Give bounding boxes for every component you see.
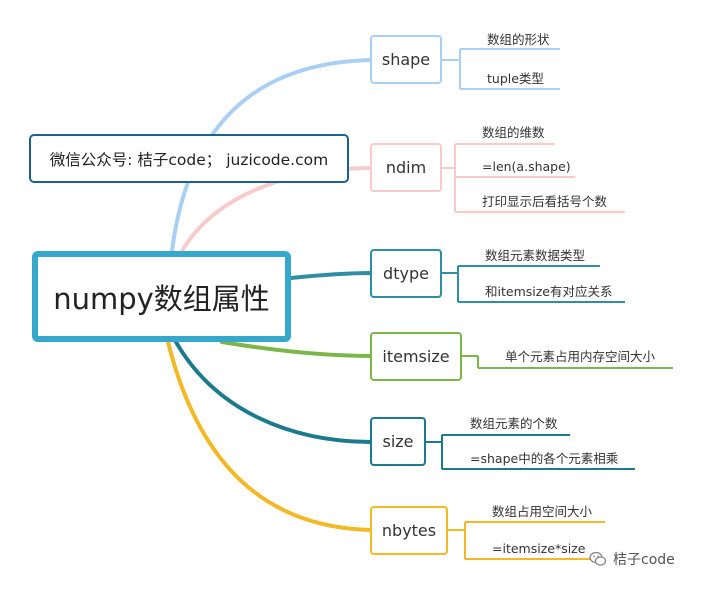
connector-size (174, 340, 374, 444)
watermark-text: 桔子code (613, 552, 675, 568)
wechat-info-text: 微信公众号: 桔子code； juzicode.com (49, 150, 329, 169)
bracket-nbytes (446, 521, 605, 560)
detail-size-2: =shape中的各个元素相乘 (470, 451, 619, 466)
bracket-size (424, 434, 635, 470)
detail-size-1: 数组元素的个数 (470, 416, 558, 431)
node-ndim: ndim (370, 143, 442, 192)
wechat-logo-icon (589, 551, 607, 566)
detail-nbytes-1: 数组占用空间大小 (492, 504, 593, 519)
detail-shape-1: 数组的形状 (487, 32, 550, 47)
node-nbytes-label: nbytes (381, 521, 437, 540)
node-size-label: size (382, 432, 414, 451)
detail-shape-2: tuple类型 (487, 71, 544, 86)
node-dtype-label: dtype (383, 264, 429, 283)
watermark: 桔子code (589, 549, 675, 569)
wechat-info-box: 微信公众号: 桔子code； juzicode.com (29, 134, 349, 183)
node-size: size (370, 417, 426, 466)
detail-nbytes-2: =itemsize*size (492, 541, 586, 556)
detail-ndim-2: =len(a.shape) (482, 159, 571, 174)
connector-itemsize (220, 340, 374, 358)
bracket-itemsize (460, 355, 673, 369)
connector-dtype (289, 271, 374, 280)
bracket-dtype (440, 265, 625, 303)
node-nbytes: nbytes (370, 506, 448, 555)
bracket-shape (440, 48, 560, 90)
detail-dtype-2: 和itemsize有对应关系 (485, 284, 613, 299)
node-itemsize-label: itemsize (382, 347, 450, 366)
node-dtype: dtype (370, 249, 442, 298)
detail-dtype-1: 数组元素数据类型 (485, 248, 586, 263)
central-topic: numpy数组属性 (32, 251, 291, 342)
node-shape: shape (370, 35, 442, 84)
bracket-ndim (440, 143, 625, 213)
detail-itemsize-1: 单个元素占用内存空间大小 (505, 349, 656, 364)
node-shape-label: shape (381, 50, 431, 69)
connector-nbytes (166, 340, 374, 532)
central-topic-label: numpy数组属性 (53, 281, 270, 316)
detail-ndim-3: 打印显示后看括号个数 (482, 194, 608, 209)
detail-ndim-1: 数组的维数 (482, 125, 545, 140)
node-ndim-label: ndim (385, 158, 427, 177)
connector-shape (170, 58, 374, 253)
node-itemsize: itemsize (370, 332, 462, 381)
